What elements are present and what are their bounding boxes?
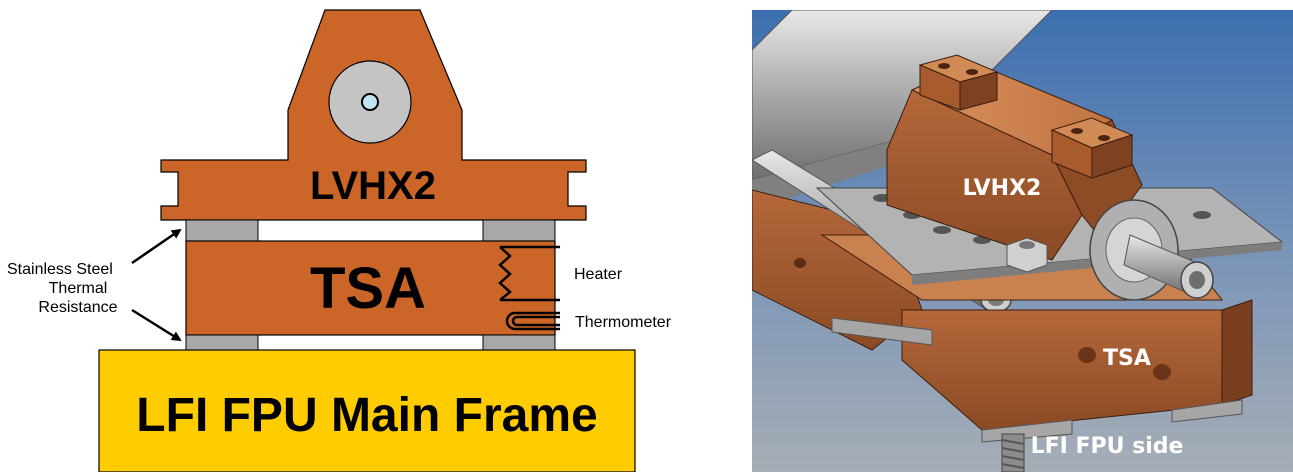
mount-hole-3	[1071, 128, 1083, 134]
thermal-resistance-label-line1: Stainless Steel	[7, 261, 113, 278]
mount-hole-4	[1098, 135, 1110, 141]
thermometer-icon	[505, 311, 560, 331]
tsa-label: TSA	[310, 256, 426, 321]
mount-hole-1	[938, 63, 950, 69]
mount-hole-2	[966, 69, 978, 75]
lfi-fpu-main-frame	[98, 349, 636, 472]
tsa-block-front	[901, 309, 1223, 431]
tsa-3d-render: LVHX2 TSA LFI FPU side	[752, 10, 1293, 472]
steel-spacer-top-right	[482, 219, 556, 242]
render-lvhx2-label: LVHX2	[963, 176, 1042, 201]
plate-hole-3	[933, 226, 951, 234]
thermal-resistance-label-line3: Resistance	[38, 299, 117, 316]
render-tsa-label: TSA	[1103, 346, 1151, 371]
lvhx2-bore-inner	[361, 93, 379, 111]
threaded-stud	[1001, 433, 1025, 472]
mount-block-left-side	[959, 71, 998, 111]
mount-block-right-side	[1091, 134, 1133, 179]
steel-spacer-bottom-right	[482, 334, 556, 351]
arrow-to-top-spacer	[131, 228, 182, 265]
lvhx2-label: LVHX2	[310, 164, 436, 208]
hex-nut-hole	[1019, 241, 1035, 249]
rail-hole	[794, 258, 806, 268]
plate-hole-5	[1193, 211, 1211, 219]
tsa-hole-1	[1078, 347, 1096, 363]
tsa-block-side	[1221, 299, 1253, 406]
thermal-resistance-label-line2: Thermal	[49, 280, 108, 297]
arrow-to-bottom-spacer	[131, 308, 182, 342]
tsa-schematic-diagram: LVHX2 TSA LFI FPU Main Frame Stainless S…	[7, 9, 672, 472]
tsa-body	[185, 240, 556, 336]
steel-spacer-top-left	[185, 219, 259, 242]
bottom-steel-spacer-right	[1171, 399, 1243, 423]
heater-label: Heater	[574, 266, 623, 283]
heater-icon	[498, 245, 560, 302]
bottom-steel-spacer-left	[831, 317, 933, 346]
frame-label: LFI FPU Main Frame	[136, 389, 597, 442]
hex-nut	[1006, 237, 1048, 273]
tsa-hole-2	[1153, 364, 1171, 380]
bore-pipe-hole	[1189, 271, 1205, 289]
thermometer-label: Thermometer	[575, 314, 672, 331]
render-side-label: LFI FPU side	[1031, 434, 1184, 459]
steel-spacer-bottom-left	[185, 334, 259, 351]
